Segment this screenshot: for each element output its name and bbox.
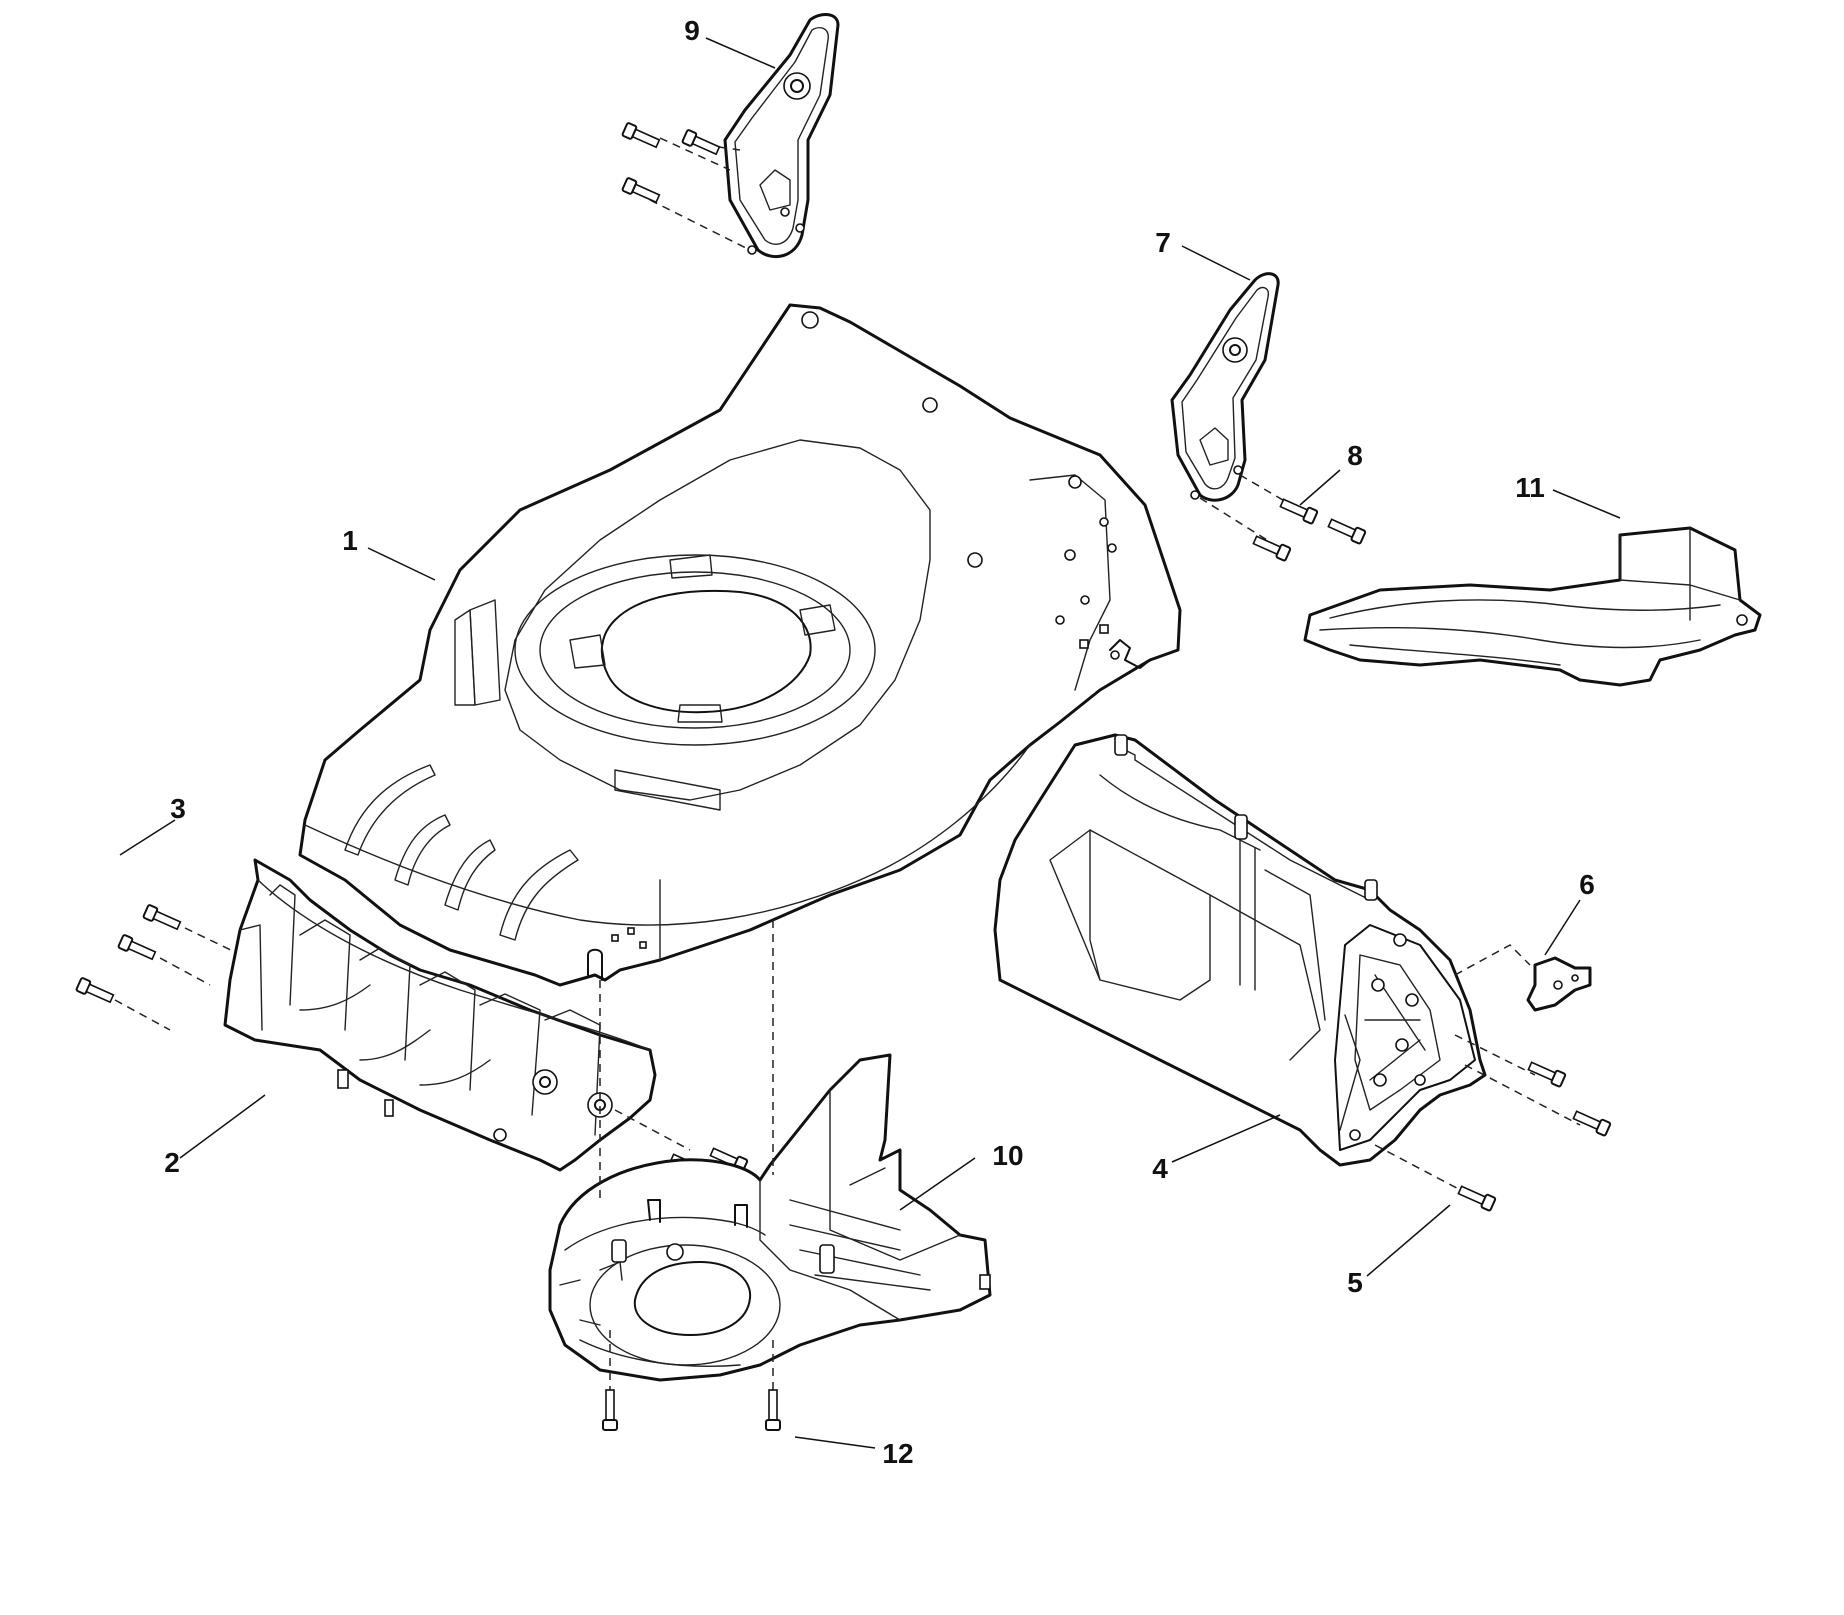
callout-1: 1: [342, 525, 358, 556]
callout-leaders: [119, 37, 1621, 1449]
callout-8: 8: [1347, 440, 1363, 471]
callout-11: 11: [1515, 472, 1545, 503]
callout-3: 3: [170, 793, 186, 824]
callout-9: 9: [684, 15, 700, 46]
part-10-baffle[interactable]: [548, 1053, 992, 1382]
part-8-bolts: [1199, 474, 1367, 562]
callout-7: 7: [1155, 227, 1171, 258]
part-4-part-5-bolts: [1374, 944, 1612, 1212]
callout-5: 5: [1347, 1267, 1363, 1298]
part-3-bolts: [75, 904, 236, 1031]
callout-2: 2: [164, 1147, 180, 1178]
part-12-bolts: [602, 1389, 781, 1431]
callout-6: 6: [1579, 869, 1595, 900]
part-11-mulch-plug[interactable]: [1303, 526, 1762, 687]
callout-12: 12: [882, 1438, 913, 1469]
part-1-mower-deck[interactable]: [298, 303, 1182, 987]
callout-labels: 1 2 3 4 5 6 7 8 9 10 11 12: [164, 15, 1595, 1469]
part-4-rear-chute[interactable]: [993, 733, 1487, 1167]
part-6-bracket[interactable]: [1526, 956, 1592, 1012]
part-9-bolts: [621, 122, 751, 251]
callout-4: 4: [1152, 1153, 1168, 1184]
callout-10: 10: [992, 1140, 1023, 1171]
part-7-handle-bracket[interactable]: [1170, 272, 1280, 502]
part-9-handle-bracket[interactable]: [723, 13, 840, 259]
